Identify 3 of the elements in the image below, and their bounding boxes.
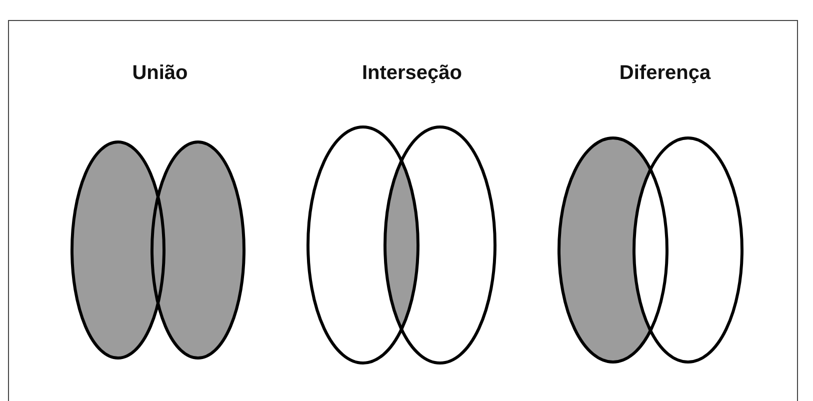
- set-operation-heading: Interseção: [362, 62, 462, 85]
- set-operation-heading: União: [132, 62, 188, 85]
- set-operation-heading: Diferença: [619, 62, 711, 85]
